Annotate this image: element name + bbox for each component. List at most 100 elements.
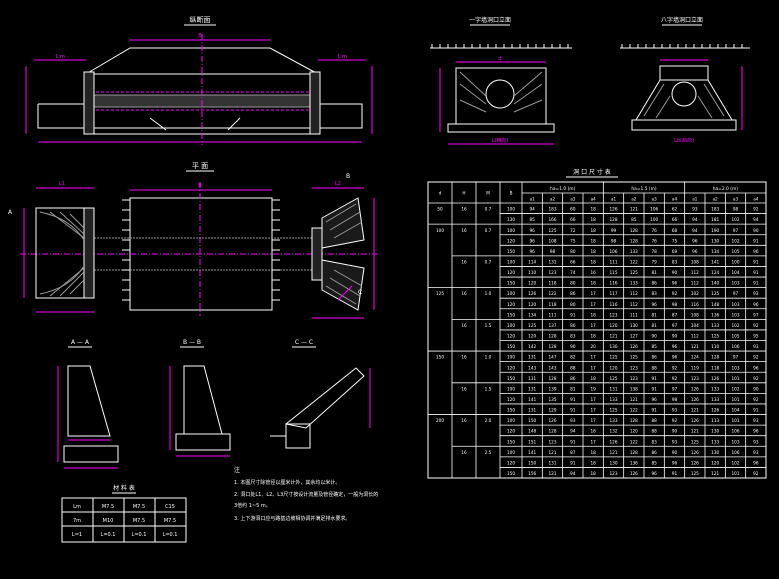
table-cell: 147 (549, 355, 557, 360)
table-cell: 85 (651, 460, 657, 465)
table-cell: 1.5 (485, 386, 492, 391)
table-cell: 142 (528, 344, 536, 349)
table-cell: 100 (436, 228, 444, 233)
table-cell: 86 (570, 291, 576, 296)
table-cell: 96 (753, 249, 759, 254)
table-cell: 120 (507, 365, 515, 370)
table-cell: 92 (753, 397, 759, 402)
wing-end-title: 八字墙洞口立面 (661, 16, 703, 24)
table-cell: 18 (590, 460, 596, 465)
table-cell: 90 (753, 228, 759, 233)
table-cell: 87 (672, 312, 678, 317)
table-cell: 101 (732, 418, 740, 423)
table-sub-header: a3 (652, 197, 657, 202)
table-left-header: d (439, 191, 442, 196)
table-cell: 2.0 (485, 418, 492, 423)
table-cell: 93 (753, 450, 759, 455)
table-cell: 128 (630, 228, 638, 233)
table-sub-header: a4 (753, 197, 758, 202)
table-sub-header: a3 (733, 197, 738, 202)
table-cell: 133 (610, 397, 618, 402)
table-cell: 82 (570, 355, 576, 360)
table-cell: 131 (528, 386, 536, 391)
table-cell: 18 (590, 429, 596, 434)
table-cell: 100 (507, 418, 515, 423)
table-sub-header: a3 (570, 197, 575, 202)
table-cell: 92 (753, 207, 759, 212)
table-cell: 91 (651, 386, 657, 391)
table-cell: 97 (733, 291, 739, 296)
table-cell: 127 (630, 334, 638, 339)
table-cell: 125 (691, 439, 699, 444)
barrel-ticks (122, 199, 280, 301)
right-slope-label: 1:m (337, 54, 347, 60)
wing-end-footing (631, 119, 737, 131)
table-left-header: H (462, 191, 465, 196)
material-cell: C15 (165, 504, 175, 510)
table-cell: 94 (753, 217, 759, 222)
plan-width-label: B (198, 183, 202, 189)
table-cell: 18 (590, 376, 596, 381)
single-end-pipe-dim: d (498, 56, 501, 62)
table-cell: 96 (753, 460, 759, 465)
table-cell: 98 (550, 249, 556, 254)
leader-right (227, 117, 241, 131)
table-cell: 91 (672, 471, 678, 476)
table-cell: 123 (549, 270, 557, 275)
table-cell: 102 (732, 386, 740, 391)
table-cell: 18 (590, 471, 596, 476)
table-cell: 120 (610, 365, 618, 370)
table-cell: 120 (507, 460, 515, 465)
table-cell: 143 (528, 365, 536, 370)
table-cell: 124 (711, 270, 719, 275)
table-cell: 16 (461, 260, 467, 265)
single-end-hatch (459, 71, 543, 113)
table-cell: 126 (691, 418, 699, 423)
table-cell: 126 (528, 291, 536, 296)
table-cell: 150 (528, 460, 536, 465)
table-cell: 92 (753, 355, 759, 360)
table-cell: 108 (691, 260, 699, 265)
table-cell: 18 (590, 450, 596, 455)
wing-end-hatch (643, 83, 725, 119)
table-cell: 1.0 (485, 291, 492, 296)
table-cell: 136 (630, 460, 638, 465)
table-cell: 128 (630, 450, 638, 455)
table-cell: 98 (672, 302, 678, 307)
table-cell: 16 (461, 386, 467, 391)
table-cell: 83 (651, 439, 657, 444)
table-sub-header: a2 (631, 197, 636, 202)
table-cell: 131 (610, 386, 618, 391)
table-cell: 98 (611, 238, 617, 243)
material-table: 材 料 表 Lm M7.5 M7.5 C15 7m M10 M7.5 M7.5 … (61, 484, 187, 543)
table-cell: 68 (672, 228, 678, 233)
table-sub-header: a4 (591, 197, 596, 202)
table-cell: 16 (461, 323, 467, 328)
table-cell: 119 (691, 365, 699, 370)
table-cell: 128 (711, 355, 719, 360)
table-cell: 96 (753, 365, 759, 370)
table-cell: 150 (528, 418, 536, 423)
table-cell: 133 (711, 386, 719, 391)
table-cell: 137 (549, 323, 557, 328)
table-cell: 123 (630, 365, 638, 370)
section-marker-b: B (346, 173, 350, 180)
table-cell: 148 (711, 302, 719, 307)
table-sub-header: a2 (713, 197, 718, 202)
table-cell: 121 (630, 207, 638, 212)
table-cell: 97 (672, 386, 678, 391)
left-wing-dim-label: L1 (59, 181, 65, 187)
table-cell: 106 (732, 429, 740, 434)
elevation-view: 纵断面 B 1:m 1:m (25, 15, 373, 145)
table-cell: 121 (711, 471, 719, 476)
table-cell: 112 (691, 334, 699, 339)
table-cell: 91 (570, 439, 576, 444)
table-cell: 93 (753, 418, 759, 423)
table-cell: 0.7 (485, 228, 492, 233)
table-group-header: ha=2.0 (m) (713, 186, 739, 192)
dimension-table-title: 洞 口 尺 寸 表 (573, 168, 611, 176)
table-cell: 122 (630, 408, 638, 413)
table-cell: 108 (691, 312, 699, 317)
table-cell: 75 (570, 238, 576, 243)
table-cell: 94 (529, 207, 535, 212)
